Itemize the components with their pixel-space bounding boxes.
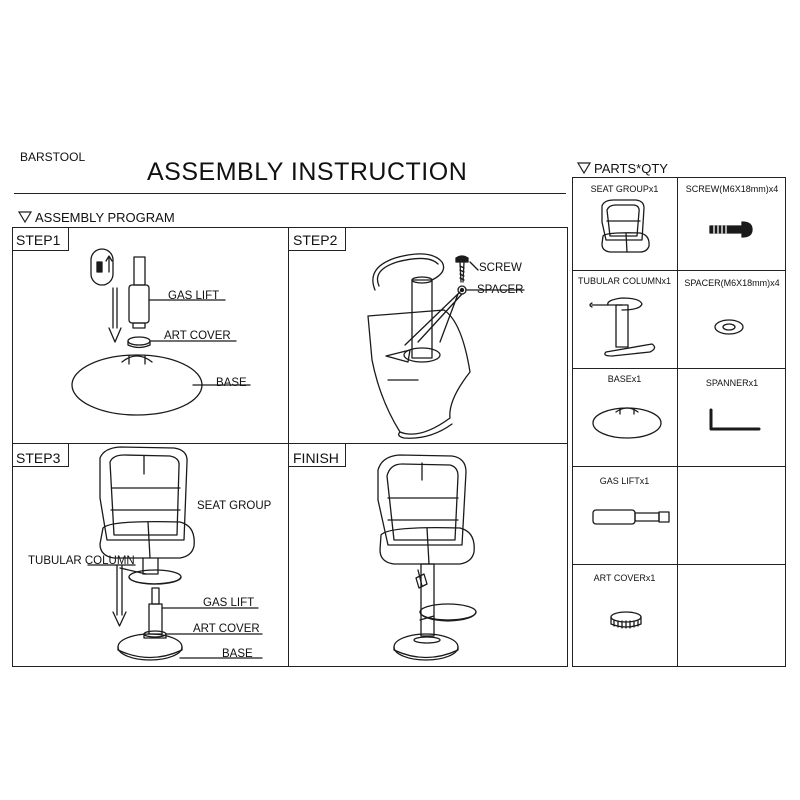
- callout-base: BASE: [216, 377, 247, 389]
- down-arrow-icon: [108, 287, 122, 343]
- parts-row-divider: [572, 564, 786, 565]
- screw-icon: [455, 255, 479, 283]
- seat-group-icon: [601, 199, 650, 253]
- spacer-part-icon: [714, 319, 744, 335]
- triangle-down-icon: [17, 211, 33, 224]
- part-label-spanner: SPANNERx1: [705, 378, 759, 388]
- callout-gas-lift: GAS LIFT: [168, 290, 220, 302]
- spanner-icon: [709, 408, 761, 431]
- assembly-program-heading: ASSEMBLY PROGRAM: [17, 210, 175, 225]
- base-part-icon: [592, 407, 662, 439]
- parts-column-divider: [677, 177, 678, 667]
- page-title: ASSEMBLY INSTRUCTION: [147, 158, 468, 186]
- step3-label-box: [12, 444, 69, 467]
- part-label-screw: SCREW(M6X18mm)x4: [685, 184, 779, 194]
- finished-barstool-illustration: [377, 454, 477, 661]
- callout-gas-lift-step3: GAS LIFT: [203, 597, 255, 609]
- assembly-program-label: ASSEMBLY PROGRAM: [35, 210, 175, 225]
- step2-label: STEP2: [293, 232, 338, 248]
- callout-tubular-column: TUBULAR COLUMN: [28, 555, 135, 567]
- step1-label-box: [12, 228, 69, 251]
- callout-art-cover: ART COVER: [164, 330, 231, 342]
- callout-seat-group: SEAT GROUP: [197, 500, 272, 512]
- part-label-art-cover: ART COVERx1: [593, 573, 656, 583]
- step1-label: STEP1: [16, 232, 61, 248]
- callout-base-step3: BASE: [222, 648, 253, 660]
- spacer-icon: [404, 285, 525, 346]
- part-label-tubular-column: TUBULAR COLUMNx1: [577, 276, 671, 286]
- parts-row-divider: [572, 270, 786, 271]
- step2-label-box: [289, 228, 346, 251]
- parts-table: [572, 177, 786, 667]
- parts-heading-label: PARTS*QTY: [594, 161, 668, 176]
- step2-illustration: [367, 253, 525, 439]
- part-label-base: BASEx1: [607, 374, 642, 384]
- base-part: [71, 354, 251, 416]
- parts-heading: PARTS*QTY: [576, 161, 668, 176]
- callout-screw: SCREW: [479, 262, 522, 274]
- finish-label-box: [289, 444, 346, 467]
- tubular-column-icon: [589, 297, 656, 357]
- step3-label: STEP3: [16, 450, 61, 466]
- part-label-gas-lift: GAS LIFTx1: [599, 476, 650, 486]
- parts-row-divider: [572, 368, 786, 369]
- step3-illustration: [87, 446, 263, 661]
- triangle-down-icon: [576, 162, 592, 175]
- parts-row-divider: [572, 466, 786, 467]
- step-divider-horizontal: [12, 443, 568, 444]
- assembly-program-panel: [12, 227, 568, 667]
- gas-lift-part-icon: [592, 509, 670, 525]
- brand-label: BARSTOOL: [20, 150, 86, 164]
- finish-label: FINISH: [293, 450, 339, 466]
- gas-lift-detail-icon: [90, 248, 114, 286]
- art-cover-part-icon: [610, 611, 642, 629]
- part-label-spacer: SPACER(M6X18mm)x4: [684, 278, 780, 288]
- art-cover-part: [127, 336, 237, 349]
- header-divider: [14, 193, 566, 194]
- callout-art-cover-step3: ART COVER: [193, 623, 260, 635]
- step-divider-vertical: [288, 227, 289, 667]
- step1-illustration: [71, 248, 251, 416]
- part-label-seat-group: SEAT GROUPx1: [590, 184, 659, 194]
- gas-lift-part: [128, 256, 226, 329]
- screw-part-icon: [709, 221, 753, 238]
